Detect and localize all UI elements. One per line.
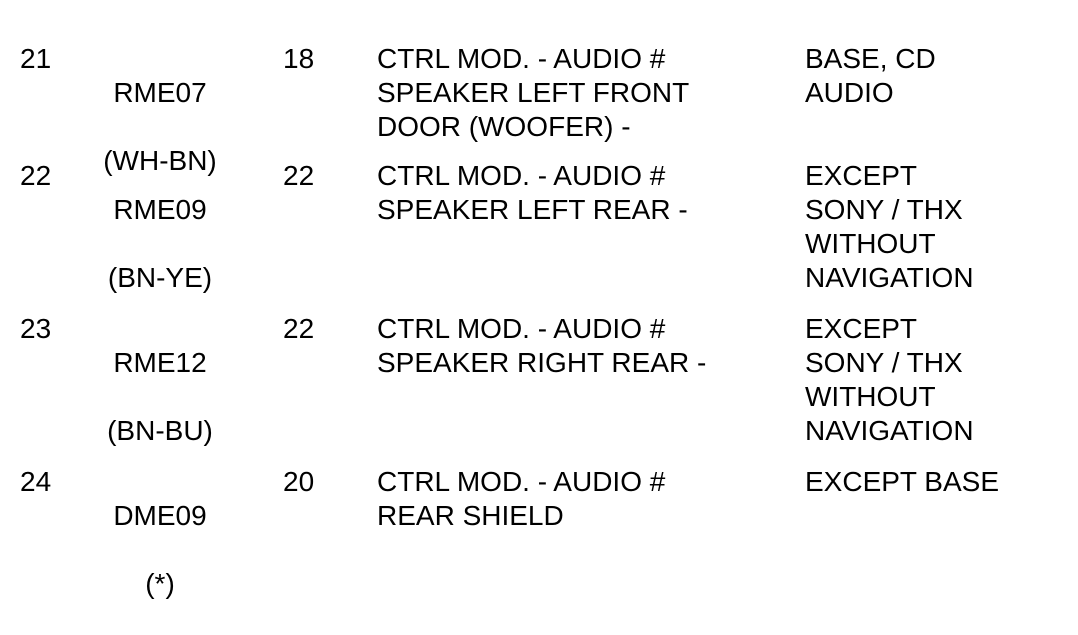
wire-color-code: (BN-BU) [107,415,213,446]
row-index: 22 [20,160,52,191]
wire-gauge: 22 [283,313,315,344]
application-note: EXCEPT SONY / THX WITHOUT NAVIGATION [805,313,974,446]
wiring-schedule-table: 21 RME07 (WH-BN) 18 CTRL MOD. - AUDIO # … [20,42,1000,599]
wire-code: RME07 [113,77,207,108]
row-index: 24 [20,466,52,497]
wire-color-code: (BN-YE) [107,262,213,293]
circuit-description: CTRL MOD. - AUDIO # SPEAKER LEFT FRONT D… [377,43,690,142]
row-index: 23 [20,313,52,344]
wire-color-code: (WH-BN) [103,145,217,176]
circuit-description: CTRL MOD. - AUDIO # SPEAKER RIGHT REAR - [377,313,707,378]
wire-code-cell: DME09 (*) [80,465,240,635]
wire-gauge: 22 [283,160,315,191]
wire-code-cell: RME12 (BN-BU) [80,312,240,482]
application-note: EXCEPT SONY / THX WITHOUT NAVIGATION [805,160,974,293]
wire-code: RME09 [113,194,207,225]
wire-code: RME12 [113,347,207,378]
application-note: BASE, CD AUDIO [805,43,936,108]
wire-code-cell: RME07 (WH-BN) [80,42,240,212]
row-index: 21 [20,43,52,74]
wire-gauge: 20 [283,466,315,497]
wire-code-cell: RME09 (BN-YE) [80,159,240,329]
circuit-description: CTRL MOD. - AUDIO # SPEAKER LEFT REAR - [377,160,688,225]
circuit-description: CTRL MOD. - AUDIO # REAR SHIELD [377,466,666,531]
wire-code: DME09 [113,500,207,531]
wire-gauge: 18 [283,43,315,74]
wire-color-code: (*) [145,568,175,599]
application-note: EXCEPT BASE [805,466,1000,497]
